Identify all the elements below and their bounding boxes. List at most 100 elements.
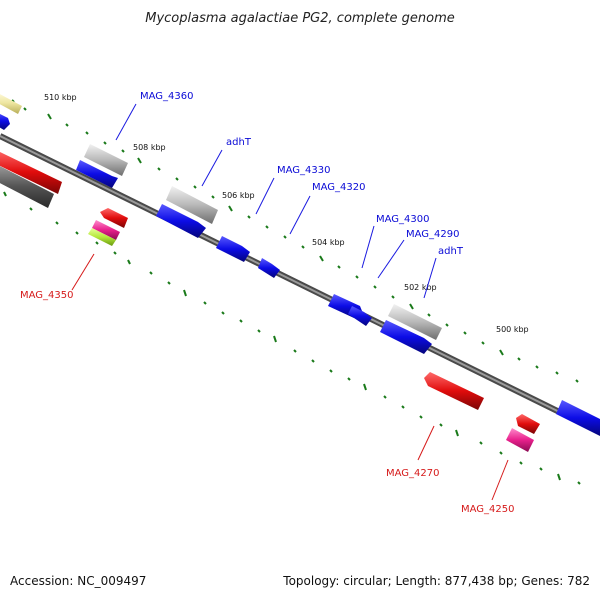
ruler-tick [239,319,243,323]
ruler-label-504: 504 kbp [312,238,345,247]
gene-feature-pink-mag4250[interactable] [506,428,534,452]
gene-label-adhT-2[interactable]: adhT [438,246,464,257]
ruler-tick [65,123,69,127]
ruler-tick [427,313,431,317]
ruler-tick [463,331,467,335]
ruler-tick [283,235,287,239]
gene-label-mag4270[interactable]: MAG_4270 [386,468,440,479]
gene-label-mag4250[interactable]: MAG_4250 [461,504,515,515]
ruler-label-500: 500 kbp [496,325,529,334]
gene-feature-grey-adhT[interactable] [166,186,218,224]
ruler-tick [517,357,521,361]
gene-label-adhT[interactable]: adhT [226,137,252,148]
ruler-tick [383,395,387,399]
ruler-tick [419,415,423,419]
ruler-tick [85,131,89,135]
ruler-tick [23,107,27,111]
gene-feature-blue-adhT[interactable] [156,204,206,238]
ruler-tick [575,379,579,383]
gene-feature-yellow[interactable] [0,92,22,114]
ruler-tick [479,441,483,445]
accession-text: Accession: NC_009497 [10,574,146,588]
reverse-strand-features [0,150,540,452]
gene-feature-dark-left[interactable] [0,164,54,208]
ruler-tick [113,251,117,255]
ruler-tick [127,259,131,265]
ruler-tick [47,113,52,120]
ruler-label-506: 506 kbp [222,191,255,200]
ruler-tick [95,241,99,245]
ruler-tick [337,265,341,269]
gene-label-mag4320[interactable]: MAG_4320 [312,182,366,193]
ruler-tick [373,285,377,289]
ruler-tick [347,377,351,381]
gene-feature-red-left[interactable] [0,150,62,194]
ruler-tick [293,349,297,353]
ruler-tick [247,215,251,219]
ruler-tick [329,369,333,373]
ruler-tick [149,271,153,275]
ruler-tick [103,141,107,145]
ruler-tick [355,275,359,279]
ruler-tick [75,231,79,235]
gene-feature-blue-mag4360[interactable] [76,160,118,188]
ruler-tick [409,303,414,310]
ruler-tick [519,461,523,465]
gene-feature-grey-mag4360[interactable] [84,144,128,176]
ruler-tick [499,451,503,455]
ruler-tick [363,383,367,391]
ruler-tick [555,371,559,375]
ruler-tick [167,281,171,285]
ruler-tick [499,349,504,356]
gene-feature-pink-mag4350[interactable] [92,220,120,240]
ruler-tick [3,191,7,197]
inner-ruler-track [3,191,581,485]
genome-backbone [0,133,600,435]
gene-feature-red-mag4270[interactable] [424,372,484,410]
gene-label-mag4330[interactable]: MAG_4330 [277,165,331,176]
page-title: Mycoplasma agalactiae PG2, complete geno… [145,11,455,26]
ruler-tick [55,221,59,225]
ruler-tick [455,429,459,437]
gene-feature-blue-mag4290[interactable] [348,306,372,326]
gene-feature-blue-adhT-2[interactable] [380,320,432,354]
gene-feature-blue-right[interactable] [556,400,600,436]
ruler-label-502: 502 kbp [404,283,437,292]
ruler-tick [539,467,543,471]
ruler-tick [193,185,197,189]
ruler-tick [301,245,305,249]
ruler-tick [257,329,261,333]
gene-feature-blue[interactable] [0,112,10,130]
ruler-tick [535,365,539,369]
ruler-tick [401,405,405,409]
ruler-tick [183,289,187,297]
ruler-tick [228,205,233,212]
ruler-tick [211,195,215,199]
ruler-tick [157,167,161,171]
ruler-tick [221,311,225,315]
ruler-tick [265,225,269,229]
gene-label-mag4300[interactable]: MAG_4300 [376,214,430,225]
gene-feature-grey-adhT-2[interactable] [388,304,442,340]
ruler-tick [481,341,485,345]
genome-summary-text: Topology: circular; Length: 877,438 bp; … [282,574,590,588]
gene-feature-lime-mag4350[interactable] [88,228,116,246]
ruler-tick [445,323,449,327]
outer-ruler-track [11,99,579,383]
gene-label-mag4350[interactable]: MAG_4350 [20,290,74,301]
gene-label-mag4360[interactable]: MAG_4360 [140,91,194,102]
gene-feature-red-mag4350[interactable] [100,208,128,228]
ruler-label-508: 508 kbp [133,143,166,152]
gene-feature-blue-mag4320[interactable] [258,258,280,278]
gene-feature-red-mag4250[interactable] [516,414,540,434]
gene-label-mag4290[interactable]: MAG_4290 [406,229,460,240]
ruler-tick [29,207,33,211]
forward-strand-features [0,92,600,436]
ruler-tick [439,423,443,427]
ruler-tick [311,359,315,363]
gene-feature-blue-mag4330[interactable] [216,236,250,262]
ruler-tick [391,295,395,299]
label-leaders [71,103,509,501]
ruler-tick [137,157,142,164]
